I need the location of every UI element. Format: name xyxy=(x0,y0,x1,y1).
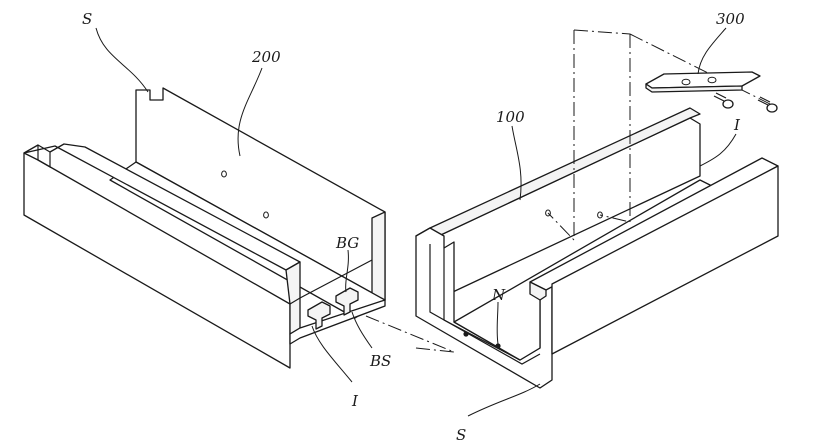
leader-100 xyxy=(511,125,522,201)
label-s-top: S xyxy=(82,10,92,28)
label-200: 200 xyxy=(251,48,281,66)
bracket-300 xyxy=(645,71,778,113)
construction-lines xyxy=(365,29,779,353)
axis-screw xyxy=(629,33,779,109)
bg-clip-group xyxy=(307,287,359,330)
label-i-bottom: I xyxy=(351,392,359,410)
leader-i-right xyxy=(699,133,737,167)
bg-clip-2 xyxy=(335,287,359,316)
left-floor-front xyxy=(289,299,386,345)
left-back-wall-end-face xyxy=(371,211,386,307)
bracket-plate-edge xyxy=(645,83,743,93)
label-100: 100 xyxy=(496,108,525,126)
right-block-100 xyxy=(415,107,779,389)
label-n: N xyxy=(491,286,506,304)
axis-plane-2 xyxy=(599,34,631,223)
leader-300 xyxy=(697,27,727,75)
leader-bs xyxy=(351,311,373,349)
left-block-200 xyxy=(23,87,386,369)
leader-s-bottom xyxy=(467,383,541,417)
bracket-hole-2 xyxy=(707,76,717,84)
axis-connect-2 xyxy=(415,347,455,353)
bracket-hole-1 xyxy=(681,78,691,86)
label-300: 300 xyxy=(716,10,745,28)
leader-lines xyxy=(95,27,737,417)
right-magnet-dot-2 xyxy=(495,343,501,349)
axis-plane-1 xyxy=(547,30,575,242)
axis-connect xyxy=(365,315,455,353)
leader-n xyxy=(496,301,499,345)
label-bg: BG xyxy=(335,234,359,252)
reference-labels: S 200 300 100 I BG N BS I S xyxy=(82,10,745,444)
right-u-inner-profile-2 xyxy=(443,248,521,361)
leader-bg xyxy=(345,249,349,293)
axis-top-1 xyxy=(573,29,631,35)
left-hole-lower xyxy=(263,211,269,219)
leader-200 xyxy=(237,67,263,157)
right-u-inner-profile xyxy=(429,244,541,365)
left-channel-edge xyxy=(289,259,373,305)
left-front-wall-top xyxy=(23,143,301,271)
screw-2 xyxy=(757,96,778,113)
left-step-edge xyxy=(37,145,51,169)
left-hole-upper xyxy=(221,170,227,178)
bracket-plate xyxy=(645,71,761,89)
right-front-wall-notch xyxy=(529,281,547,301)
leader-i-bottom xyxy=(311,325,353,383)
label-i-right: I xyxy=(733,116,741,134)
leader-s-top xyxy=(95,27,149,93)
right-magnet-dot-1 xyxy=(463,331,469,337)
screw-1 xyxy=(713,92,734,109)
bg-clip-1 xyxy=(307,301,331,330)
right-front-wall-face xyxy=(551,165,779,355)
label-bs: BS xyxy=(369,352,391,370)
label-s-bottom: S xyxy=(456,426,466,444)
